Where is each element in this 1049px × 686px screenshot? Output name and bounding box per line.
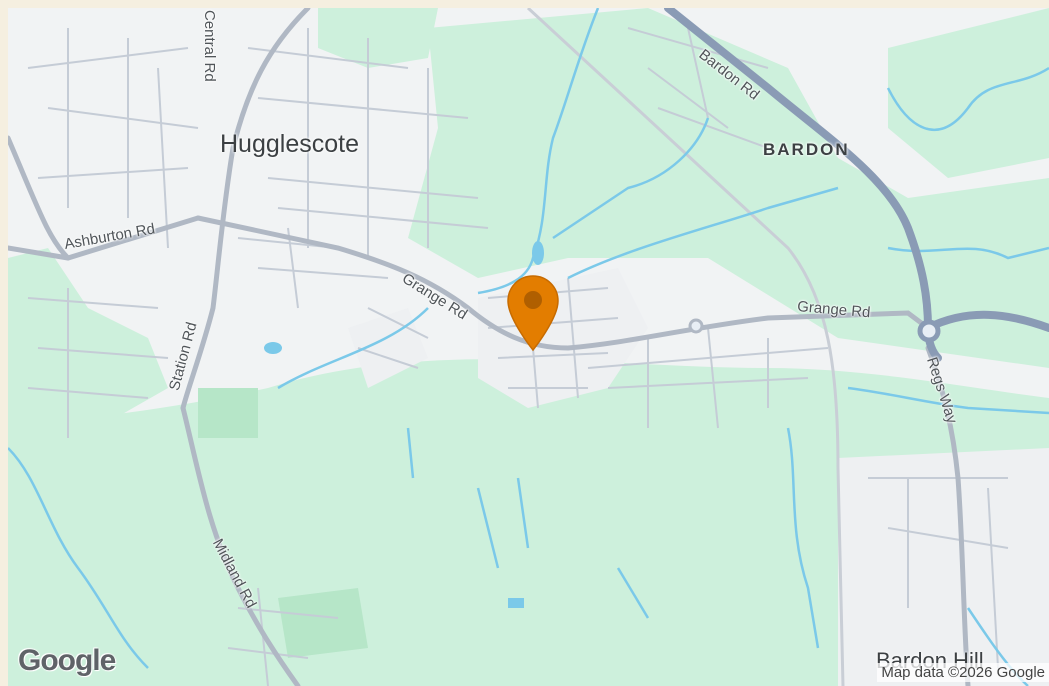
roundabout-east	[917, 319, 941, 343]
google-logo: Google	[18, 644, 116, 677]
railway-line	[526, 8, 845, 686]
place-label-hugglescote: Hugglescote	[220, 130, 359, 158]
green-areas	[8, 8, 1049, 686]
map-pin-icon	[507, 275, 559, 352]
location-marker[interactable]	[506, 274, 560, 357]
map-viewport[interactable]: Hugglescote BARDON Bardon Hill Central R…	[8, 8, 1049, 686]
roundabout-grange	[688, 318, 704, 334]
road-label-central-rd: Central Rd	[201, 10, 218, 82]
place-label-bardon: BARDON	[763, 140, 850, 159]
water-bodies	[264, 241, 544, 608]
map-attribution[interactable]: Map data ©2026 Google	[877, 663, 1049, 682]
